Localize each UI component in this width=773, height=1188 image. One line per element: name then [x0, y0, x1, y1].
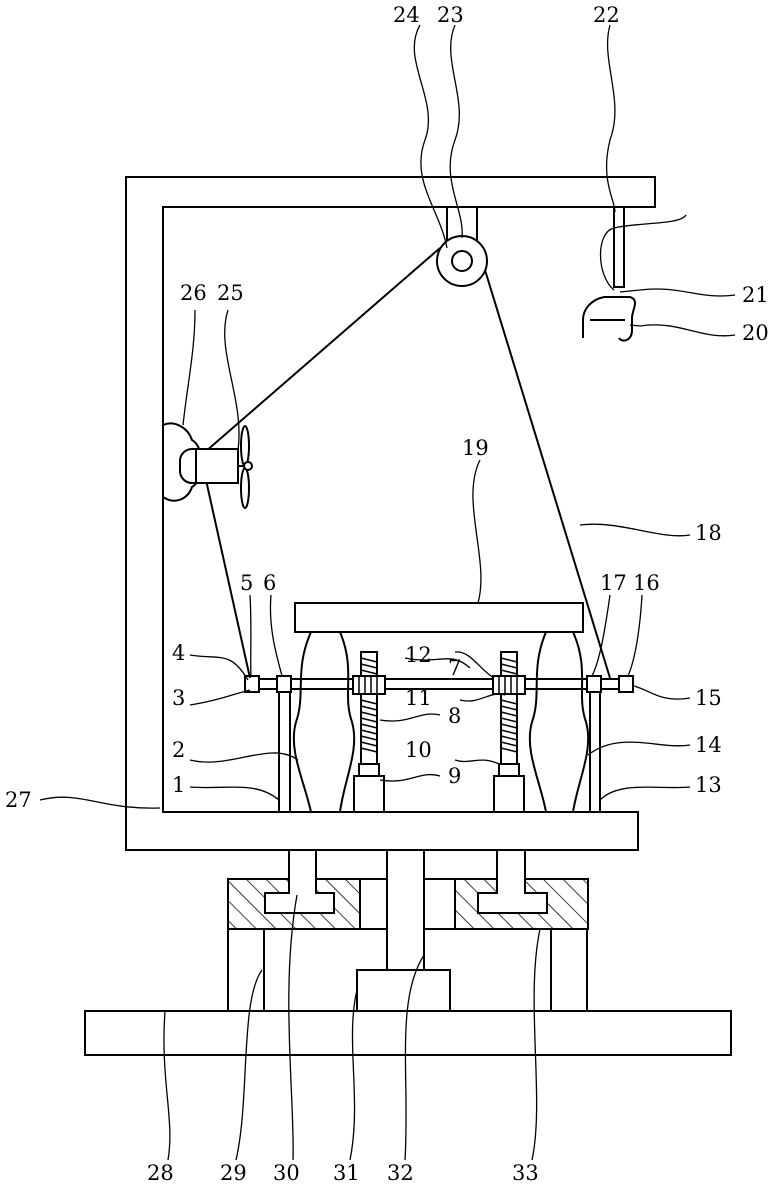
label-26: 26	[180, 281, 207, 305]
label-19: 19	[462, 436, 489, 460]
label-6: 6	[263, 571, 276, 595]
label-31: 31	[333, 1161, 360, 1185]
label-1: 1	[172, 773, 185, 797]
label-22: 22	[593, 3, 620, 27]
label-14: 14	[695, 733, 722, 757]
label-28: 28	[147, 1161, 174, 1185]
label-9: 9	[448, 764, 461, 788]
label-30: 30	[273, 1161, 300, 1185]
label-4: 4	[172, 641, 185, 665]
label-18: 18	[695, 521, 722, 545]
motor-block	[357, 970, 450, 1011]
label-3: 3	[172, 686, 185, 710]
label-27: 27	[5, 788, 32, 812]
label-16: 16	[633, 571, 660, 595]
base-plate	[85, 1011, 731, 1055]
label-20: 20	[742, 321, 769, 345]
top-plate	[295, 603, 583, 632]
label-5: 5	[240, 571, 253, 595]
base-assembly	[85, 850, 731, 1055]
label-7: 7	[448, 656, 461, 680]
label-2: 2	[172, 738, 185, 762]
label-29: 29	[220, 1161, 247, 1185]
label-11: 11	[405, 686, 432, 710]
label-21: 21	[742, 283, 769, 307]
label-24: 24	[393, 3, 420, 27]
center-column	[387, 850, 424, 970]
label-13: 13	[695, 773, 722, 797]
label-25: 25	[217, 281, 244, 305]
pulley-wheel	[437, 236, 487, 286]
label-17: 17	[600, 571, 627, 595]
label-23: 23	[437, 3, 464, 27]
label-10: 10	[405, 738, 432, 762]
label-15: 15	[695, 686, 722, 710]
label-33: 33	[512, 1161, 539, 1185]
label-8: 8	[448, 704, 461, 728]
work-platform	[245, 603, 633, 812]
hook-assembly	[583, 207, 686, 341]
label-12: 12	[405, 643, 432, 667]
label-32: 32	[387, 1161, 414, 1185]
frame	[126, 177, 655, 850]
